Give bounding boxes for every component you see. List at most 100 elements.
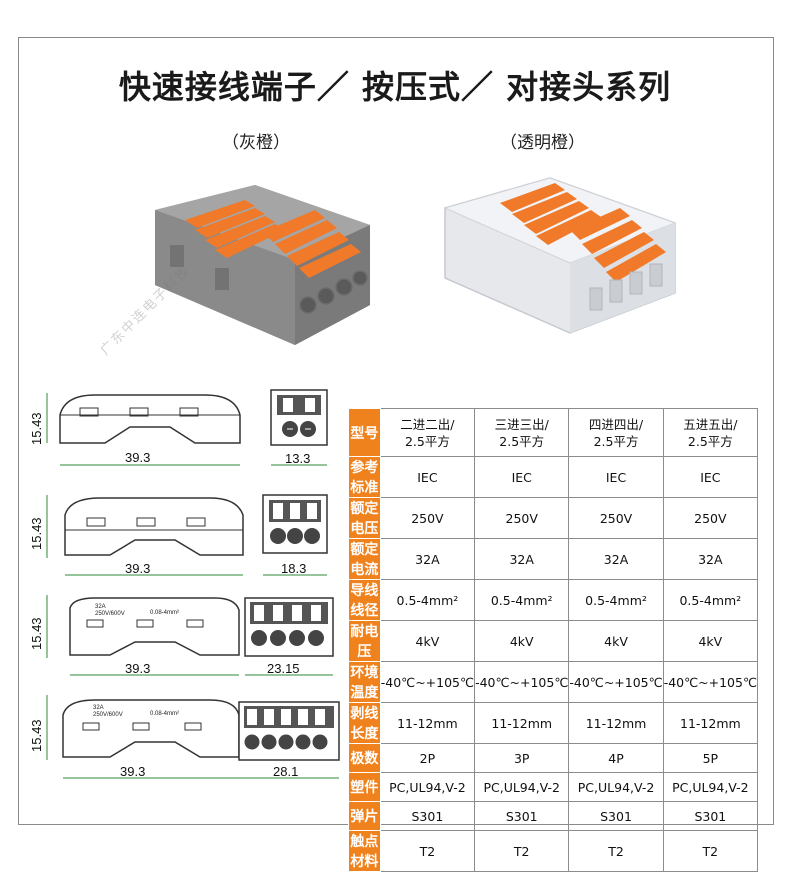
table-row: 额定电压 250V 250V 250V 250V xyxy=(348,497,759,539)
page-title: 快速接线端子／ 按压式／ 对接头系列 xyxy=(118,68,672,106)
table-cell: IEC xyxy=(568,456,664,498)
width-dimension: 13.3 xyxy=(285,451,310,466)
table-row: 极数 2P 3P 4P 5P xyxy=(348,742,759,774)
height-dimension: 15.43 xyxy=(29,617,44,650)
marking-voltage: 250V/600V xyxy=(95,611,125,617)
table-cell: 0.5-4mm² xyxy=(568,579,664,621)
gray-orange-connector-image xyxy=(155,185,370,345)
marking-voltage: 250V/600V xyxy=(93,712,123,718)
model-header: 三进三出/2.5平方 xyxy=(474,408,570,457)
table-cell: 32A xyxy=(662,538,759,580)
row-label: 额定电压 xyxy=(348,497,381,539)
table-cell: S301 xyxy=(474,801,570,832)
marking-wire-range: 0.08-4mm² xyxy=(150,610,179,616)
marking-wire-range: 0.08-4mm² xyxy=(150,711,179,717)
table-cell: 250V xyxy=(568,497,664,539)
dimension-drawing-4p: 15.43 32A 250V/600V 0.08-4mm² 39.3 23.15 xyxy=(29,595,334,676)
table-cell: PC,UL94,V-2 xyxy=(379,772,476,803)
length-dimension: 39.3 xyxy=(120,764,145,779)
table-header-row: 型号 二进二出/2.5平方 三进三出/2.5平方 四进四出/2.5平方 五进五出… xyxy=(348,408,759,457)
variant-label-gray-orange: （灰橙） xyxy=(222,133,290,153)
table-cell: T2 xyxy=(474,830,570,873)
table-cell: IEC xyxy=(379,456,476,498)
width-dimension: 23.15 xyxy=(267,661,300,676)
table-cell: 4kV xyxy=(568,620,664,662)
table-cell: T2 xyxy=(379,830,476,873)
table-cell: T2 xyxy=(568,830,664,873)
clear-orange-connector-image xyxy=(443,177,677,334)
table-row: 塑件 PC,UL94,V-2 PC,UL94,V-2 PC,UL94,V-2 P… xyxy=(348,772,759,803)
table-row: 耐电压 4kV 4kV 4kV 4kV xyxy=(348,620,759,662)
table-cell: 4kV xyxy=(662,620,759,662)
row-label: 参考标准 xyxy=(348,456,381,498)
table-row: 额定电流 32A 32A 32A 32A xyxy=(348,538,759,580)
table-cell: 4P xyxy=(568,742,664,774)
row-label: 耐电压 xyxy=(348,620,381,662)
height-dimension: 15.43 xyxy=(29,412,44,445)
table-cell: 11-12mm xyxy=(568,702,664,744)
table-cell: 32A xyxy=(379,538,476,580)
table-cell: PC,UL94,V-2 xyxy=(568,772,664,803)
table-row: 参考标准 IEC IEC IEC IEC xyxy=(348,456,759,498)
row-label: 导线线径 xyxy=(348,579,381,621)
table-cell: 0.5-4mm² xyxy=(662,579,759,621)
table-cell: -40℃~+105℃ xyxy=(662,661,759,703)
table-cell: PC,UL94,V-2 xyxy=(474,772,570,803)
model-header: 二进二出/2.5平方 xyxy=(379,408,476,457)
dimension-drawing-5p: 15.43 32A 250V/600V 0.08-4mm² 39.3 28.1 xyxy=(29,695,340,779)
row-label: 剥线长度 xyxy=(348,702,381,744)
variant-label-clear-orange: （透明橙） xyxy=(500,133,585,153)
row-label: 触点材料 xyxy=(348,830,381,873)
row-label: 弹片 xyxy=(348,801,381,832)
table-cell: -40℃~+105℃ xyxy=(379,661,476,703)
model-header: 五进五出/2.5平方 xyxy=(662,408,759,457)
table-row: 弹片 S301 S301 S301 S301 xyxy=(348,801,759,832)
table-cell: 4kV xyxy=(379,620,476,662)
row-label: 极数 xyxy=(348,742,381,774)
dimension-drawing-2p: 15.43 39.3 13.3 xyxy=(29,389,328,466)
table-cell: 11-12mm xyxy=(474,702,570,744)
table-cell: 32A xyxy=(568,538,664,580)
spec-table: 型号 二进二出/2.5平方 三进三出/2.5平方 四进四出/2.5平方 五进五出… xyxy=(348,408,759,873)
table-cell: 250V xyxy=(662,497,759,539)
model-header: 四进四出/2.5平方 xyxy=(568,408,664,457)
table-row: 环境温度 -40℃~+105℃ -40℃~+105℃ -40℃~+105℃ -4… xyxy=(348,661,759,703)
table-cell: 5P xyxy=(662,742,759,774)
table-cell: -40℃~+105℃ xyxy=(568,661,664,703)
row-label: 型号 xyxy=(348,408,381,457)
row-label: 塑件 xyxy=(348,772,381,803)
table-cell: IEC xyxy=(474,456,570,498)
table-cell: 4kV xyxy=(474,620,570,662)
table-cell: 32A xyxy=(474,538,570,580)
table-cell: 11-12mm xyxy=(379,702,476,744)
table-row: 剥线长度 11-12mm 11-12mm 11-12mm 11-12mm xyxy=(348,702,759,744)
table-cell: IEC xyxy=(662,456,759,498)
table-cell: T2 xyxy=(662,830,759,873)
table-cell: 0.5-4mm² xyxy=(379,579,476,621)
table-cell: 250V xyxy=(379,497,476,539)
row-label: 环境温度 xyxy=(348,661,381,703)
height-dimension: 15.43 xyxy=(29,719,44,752)
width-dimension: 28.1 xyxy=(273,764,298,779)
table-row: 触点材料 T2 T2 T2 T2 xyxy=(348,830,759,873)
height-dimension: 15.43 xyxy=(29,517,44,550)
table-cell: PC,UL94,V-2 xyxy=(662,772,759,803)
marking-current: 32A xyxy=(93,705,104,711)
width-dimension: 18.3 xyxy=(281,561,306,576)
table-cell: -40℃~+105℃ xyxy=(474,661,570,703)
table-cell: 3P xyxy=(474,742,570,774)
table-cell: 11-12mm xyxy=(662,702,759,744)
length-dimension: 39.3 xyxy=(125,661,150,676)
table-cell: 250V xyxy=(474,497,570,539)
length-dimension: 39.3 xyxy=(125,450,150,465)
dimension-drawing-3p: 15.43 39.3 18.3 xyxy=(29,494,328,576)
table-cell: S301 xyxy=(379,801,476,832)
table-cell: 0.5-4mm² xyxy=(474,579,570,621)
table-cell: S301 xyxy=(662,801,759,832)
marking-current: 32A xyxy=(95,604,106,610)
length-dimension: 39.3 xyxy=(125,561,150,576)
table-cell: 2P xyxy=(379,742,476,774)
table-cell: S301 xyxy=(568,801,664,832)
table-row: 导线线径 0.5-4mm² 0.5-4mm² 0.5-4mm² 0.5-4mm² xyxy=(348,579,759,621)
row-label: 额定电流 xyxy=(348,538,381,580)
